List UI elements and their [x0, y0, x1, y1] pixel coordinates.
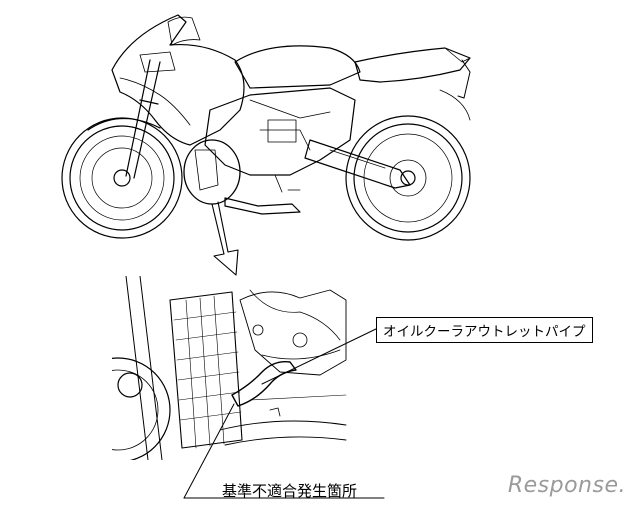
- radiator-grid: [169, 291, 243, 449]
- front-wheel: [61, 117, 183, 239]
- part-leader-line: [261, 327, 379, 385]
- part-callout-label: オイルクーラアウトレットパイプ: [376, 317, 593, 343]
- detail-closeup: [112, 276, 385, 499]
- defect-location-label: 基準不適合発生箇所: [222, 482, 358, 500]
- front-fork: [125, 59, 161, 179]
- swingarm: [304, 139, 411, 189]
- underbelly-exhaust: [224, 197, 301, 215]
- response-watermark: Response.: [507, 473, 626, 498]
- pointer-arrow: [211, 201, 239, 276]
- fuel-tank: [234, 45, 361, 89]
- windscreen: [167, 16, 201, 46]
- front-fairing: [111, 14, 245, 146]
- brake-disc: [112, 357, 171, 460]
- seat-tail: [354, 47, 471, 83]
- defect-leader-line: [183, 403, 235, 499]
- oil-cooler-outlet-pipe: [231, 361, 297, 407]
- front-fender: [87, 117, 161, 131]
- motorcycle-illustration: [61, 14, 471, 241]
- engine-frame: [204, 87, 356, 176]
